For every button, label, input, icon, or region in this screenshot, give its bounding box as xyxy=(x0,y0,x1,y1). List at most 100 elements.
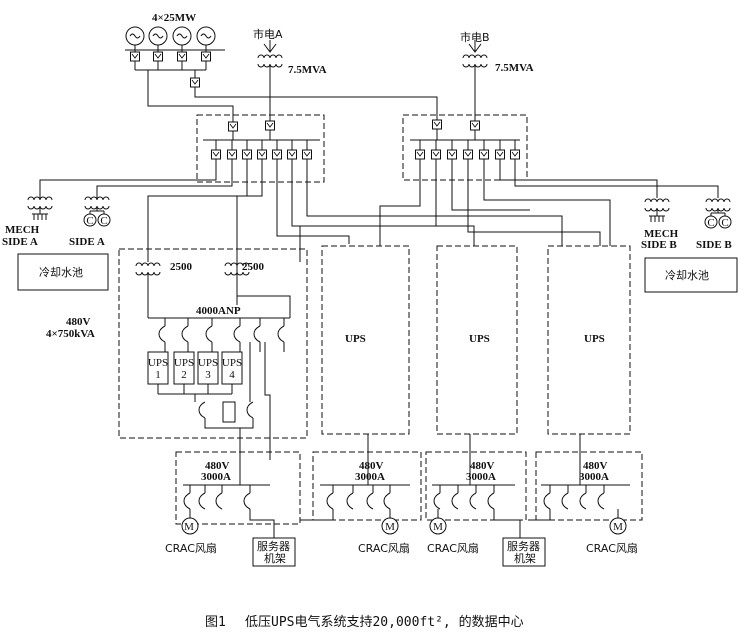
panel-breaker-icon xyxy=(451,492,459,510)
motor-c-icon xyxy=(97,213,111,227)
wire xyxy=(237,295,291,318)
ups-module-label: UPS xyxy=(174,357,194,369)
ups-module-box xyxy=(173,351,195,385)
wire xyxy=(249,509,275,538)
distribution-panel xyxy=(425,451,527,521)
wire xyxy=(194,87,438,120)
mech-b-side-label: SIDE B xyxy=(641,239,677,251)
ups-module-label: UPS xyxy=(148,357,168,369)
motor-3-symbol: M xyxy=(433,521,443,533)
xfmr-right-rating: 2500 xyxy=(242,261,265,273)
ups-module-label: UPS xyxy=(222,357,242,369)
feeder-breaker-icon xyxy=(227,149,237,160)
side-transformer-icon xyxy=(84,196,110,210)
ups-module-number: 2 xyxy=(181,369,187,381)
wire xyxy=(147,70,234,122)
panel-breaker-icon xyxy=(183,492,191,510)
drawout-breaker-icon xyxy=(205,325,213,343)
mech-transformer-icon xyxy=(644,198,670,212)
wire xyxy=(300,509,334,521)
panel-breaker-icon xyxy=(543,492,551,510)
panel-3-current: 3000A xyxy=(466,471,496,483)
server-rack-2-line1: 服务器 xyxy=(507,540,540,553)
panel-breaker-icon xyxy=(215,492,223,510)
xfmr-left-rating: 2500 xyxy=(170,261,193,273)
panel-breaker-icon xyxy=(198,492,206,510)
mech-a-side-label: SIDE A xyxy=(2,236,38,248)
utility-a-transformer-icon xyxy=(257,54,283,68)
feeder-breaker-icon xyxy=(415,149,425,160)
wire xyxy=(291,170,475,246)
figure-caption: 低压UPS电气系统支持20,000ft², 的数据中心 xyxy=(245,614,524,630)
mech-a-label: MECH xyxy=(5,224,40,236)
distribution-panel xyxy=(175,451,301,525)
panel-breaker-icon xyxy=(469,492,477,510)
wire xyxy=(468,43,482,53)
breaker-icon xyxy=(432,119,442,130)
ups-module-number: 4 xyxy=(229,369,235,381)
sine-icon xyxy=(176,33,188,39)
breaker-icon xyxy=(228,121,238,132)
main-bus-label: 4000ANP xyxy=(196,305,241,317)
wire xyxy=(264,342,271,460)
utility-a-rating: 7.5MVA xyxy=(288,64,327,76)
feeder-breaker-icon xyxy=(431,149,441,160)
panel-breaker-icon xyxy=(383,492,391,510)
lv-switchgear xyxy=(118,248,308,439)
wire xyxy=(299,170,437,262)
gen-breaker-icon xyxy=(130,51,140,62)
drawout-breaker-icon xyxy=(246,401,254,419)
panel-breaker-icon xyxy=(597,492,605,510)
side-a-label: SIDE A xyxy=(69,236,105,248)
crac-label-4: CRAC风扇 xyxy=(586,541,638,555)
feeder-breaker-icon xyxy=(495,149,505,160)
ups-block xyxy=(321,245,410,435)
panel-1-voltage: 480V xyxy=(205,460,230,472)
crac-motor-icon xyxy=(181,517,199,535)
panel-breaker-icon xyxy=(561,492,569,510)
utility-a-name: 市电A xyxy=(253,27,283,41)
wire xyxy=(306,170,563,246)
server-rack-1-line2: 机架 xyxy=(264,551,286,565)
feeder-breaker-icon xyxy=(463,149,473,160)
feeder-breaker-icon xyxy=(447,149,457,160)
motor-4-symbol: M xyxy=(613,521,623,533)
cooling-pool-left-box xyxy=(17,253,109,291)
wire xyxy=(379,170,421,246)
panel-3-voltage: 480V xyxy=(470,460,495,472)
wire xyxy=(493,509,521,538)
wire xyxy=(499,170,658,198)
crac-motor-icon xyxy=(609,517,627,535)
panel-2-voltage: 480V xyxy=(359,460,384,472)
breaker-icon xyxy=(265,120,275,131)
ups-big-3: UPS xyxy=(584,333,605,345)
motor-1-symbol: M xyxy=(184,521,194,533)
crac-label-3: CRAC风扇 xyxy=(427,541,479,555)
wire xyxy=(204,418,254,429)
sine-icon xyxy=(152,33,164,39)
distribution-panel xyxy=(535,451,643,521)
gen-breaker-icon xyxy=(153,51,163,62)
mech-transformer-icon xyxy=(27,196,53,210)
gen-breaker-icon xyxy=(201,51,211,62)
wire xyxy=(263,43,277,53)
utility-b-transformer-icon xyxy=(462,54,488,68)
feeder-breaker-icon xyxy=(479,149,489,160)
cooling-pool-right: 冷却水池 xyxy=(665,269,709,282)
mech-b-label: MECH xyxy=(644,228,679,240)
motor-c-letter: C xyxy=(100,215,107,227)
motor-c-icon xyxy=(83,213,97,227)
lv-transformer-icon xyxy=(135,262,161,276)
panel-breaker-icon xyxy=(326,492,334,510)
gen-breaker-icon xyxy=(190,77,200,88)
crac-motor-icon xyxy=(381,517,399,535)
cooling-pool-right-box xyxy=(644,257,738,293)
bypass-breaker-icon xyxy=(198,401,206,419)
ups-block xyxy=(547,245,631,435)
wire xyxy=(96,170,233,200)
lv-capacity: 4×750kVA xyxy=(46,328,95,340)
panel-1-current: 3000A xyxy=(201,471,231,483)
wire xyxy=(483,170,611,246)
